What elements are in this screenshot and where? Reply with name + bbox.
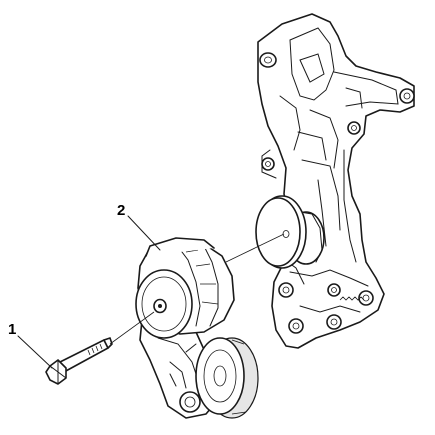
mounting-bracket — [257, 13, 415, 349]
bolt — [45, 337, 113, 385]
callout-leaders — [17, 215, 161, 369]
belt-tensioner — [135, 237, 259, 419]
leader-line-1 — [17, 335, 53, 369]
assembly-axis-lines — [109, 233, 285, 345]
leader-line-2 — [127, 215, 161, 251]
callout-number-2: 2 — [117, 202, 125, 219]
bracket-mounting-disc — [255, 195, 307, 269]
callout-number-1: 1 — [8, 321, 16, 338]
